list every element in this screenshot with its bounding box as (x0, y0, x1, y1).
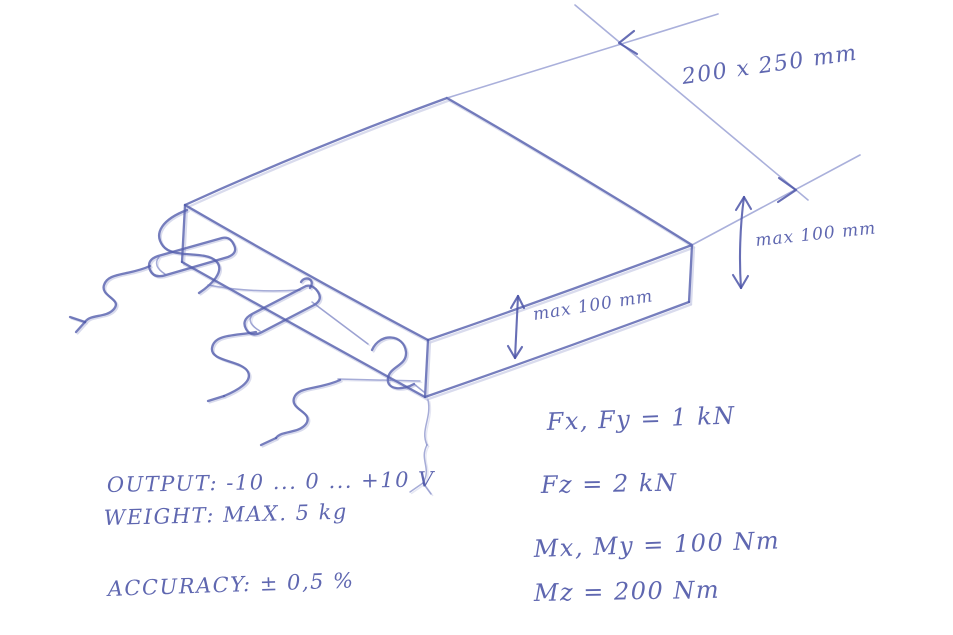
output-spec: OUTPUT: -10 ... 0 ... +10 V (107, 467, 436, 497)
height-arrow-right (731, 195, 753, 290)
load-notes: Fx, Fy = 1 kN Fz = 2 kN Mx, My = 100 Nm … (532, 401, 780, 607)
plate-outline (180, 96, 694, 399)
dimension-lines (446, 4, 861, 246)
height-label-middle: max 100 mm (532, 286, 655, 325)
force-xy-note: Fx, Fy = 1 kN (545, 401, 736, 436)
dimension-labels: 200 x 250 mm max 100 mm max 100 mm (532, 41, 878, 325)
spec-notes: OUTPUT: -10 ... 0 ... +10 V WEIGHT: MAX.… (104, 467, 436, 601)
weight-spec: WEIGHT: MAX. 5 kg (104, 500, 349, 530)
plate-outline-sketch-double (182, 99, 696, 401)
moment-z-note: Mz = 200 Nm (533, 576, 721, 607)
moment-xy-note: Mx, My = 100 Nm (532, 526, 780, 563)
height-arrow-middle (506, 294, 526, 360)
cables-and-connectors (68, 208, 432, 495)
force-z-note: Fz = 2 kN (540, 469, 678, 499)
cables-sketch-double (70, 210, 434, 497)
height-label-right: max 100 mm (754, 218, 877, 251)
accuracy-spec: ACCURACY: ± 0,5 % (105, 568, 355, 601)
plate-size-label: 200 x 250 mm (679, 41, 859, 91)
